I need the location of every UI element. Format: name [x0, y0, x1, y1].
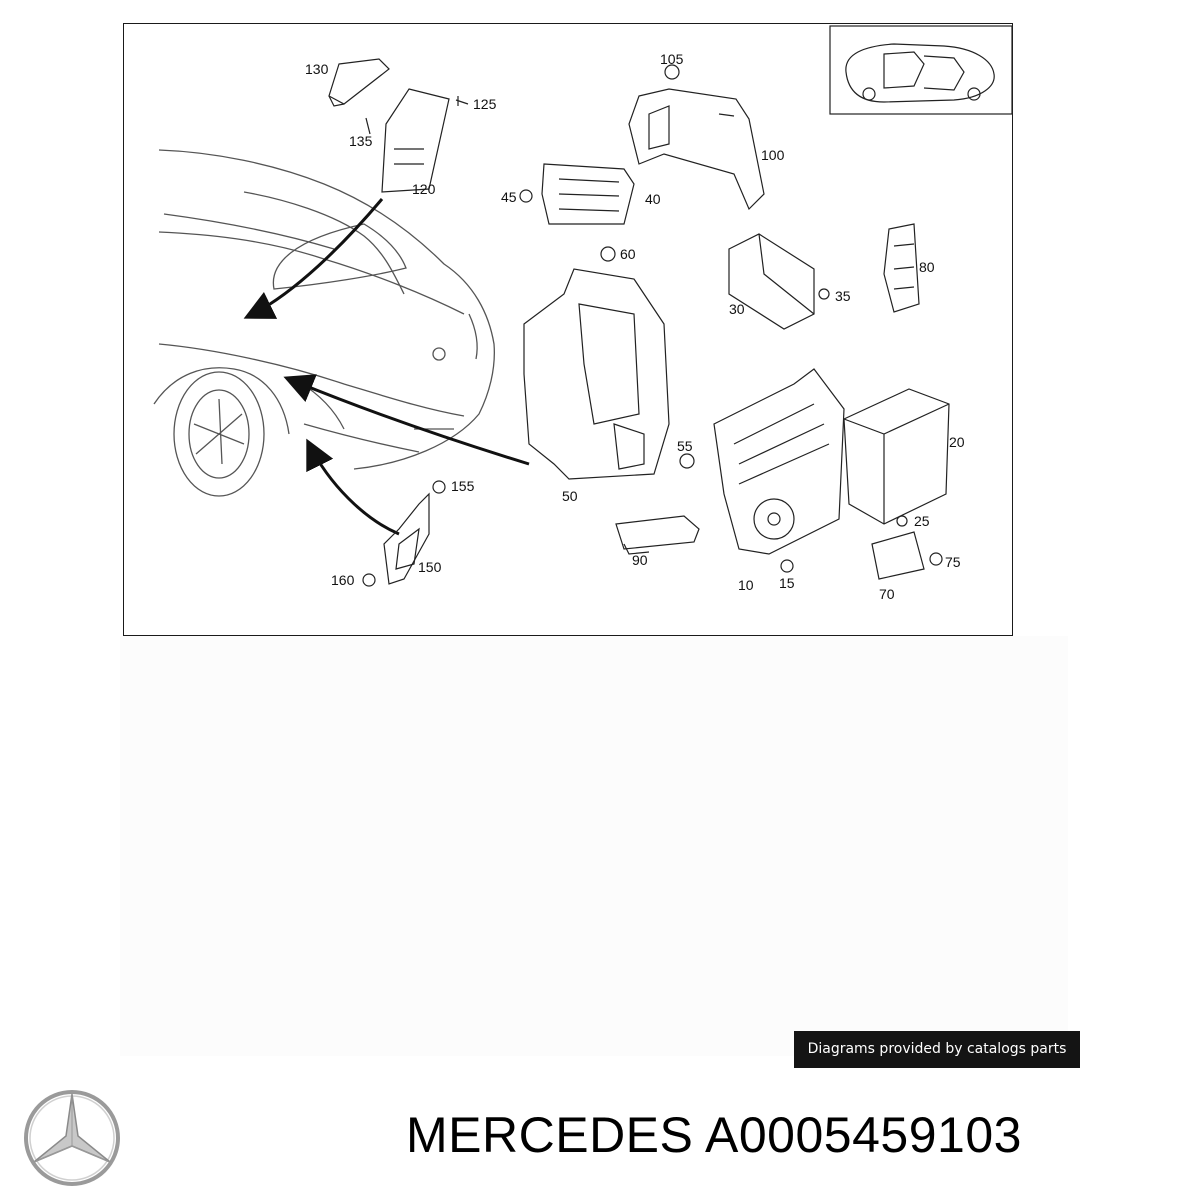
callout-40: 40	[645, 191, 661, 207]
callout-105: 105	[660, 51, 684, 67]
callout-75: 75	[945, 554, 961, 570]
callout-80: 80	[919, 259, 935, 275]
mercedes-star-icon	[22, 1088, 122, 1188]
callout-45: 45	[501, 189, 517, 205]
callout-15: 15	[779, 575, 795, 591]
callout-120: 120	[412, 181, 436, 197]
callout-25: 25	[914, 513, 930, 529]
callout-55: 55	[677, 438, 693, 454]
callout-70: 70	[879, 586, 895, 602]
background-panel	[120, 636, 1068, 1056]
callout-130: 130	[305, 61, 329, 77]
parts-line-art	[328, 58, 950, 587]
callout-90: 90	[632, 552, 648, 568]
callout-155: 155	[451, 478, 475, 494]
callout-labels: 10 15 20 25 30 35 40 45 50 55 60 70 75 8…	[305, 51, 965, 602]
callout-35: 35	[835, 288, 851, 304]
callout-125: 125	[473, 96, 497, 112]
parts-diagram: 10 15 20 25 30 35 40 45 50 55 60 70 75 8…	[123, 23, 1013, 636]
credit-badge: Diagrams provided by catalogs parts	[794, 1031, 1080, 1068]
callout-135: 135	[349, 133, 373, 149]
location-arrows	[243, 198, 530, 536]
callout-50: 50	[562, 488, 578, 504]
car-outline	[153, 149, 495, 497]
part-title: MERCEDES A0005459103	[406, 1106, 1022, 1164]
part-number: A0005459103	[705, 1107, 1022, 1163]
callout-20: 20	[949, 434, 965, 450]
callout-30: 30	[729, 301, 745, 317]
car-thumbnail	[829, 25, 1013, 115]
brand-name: MERCEDES	[406, 1107, 694, 1163]
callout-150: 150	[418, 559, 442, 575]
callout-100: 100	[761, 147, 785, 163]
callout-10: 10	[738, 577, 754, 593]
callout-60: 60	[620, 246, 636, 262]
callout-160: 160	[331, 572, 355, 588]
